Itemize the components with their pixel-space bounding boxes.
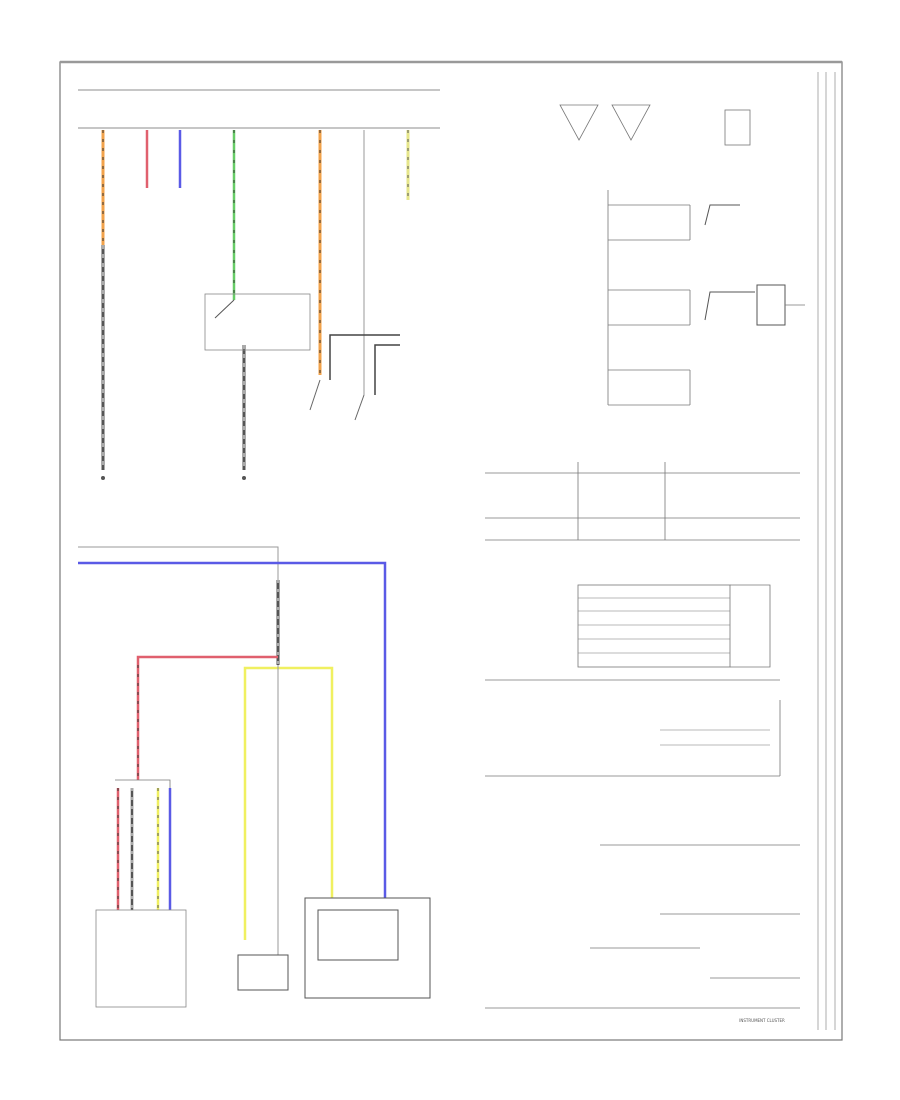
diagram-footer-label: INSTRUMENT CLUSTER — [739, 1018, 785, 1023]
top-right-section — [559, 104, 805, 406]
diagram-frame — [59, 60, 843, 1041]
bottom-left-section — [78, 546, 431, 1008]
middle-right-section — [485, 462, 800, 1009]
top-left-section — [78, 89, 440, 480]
